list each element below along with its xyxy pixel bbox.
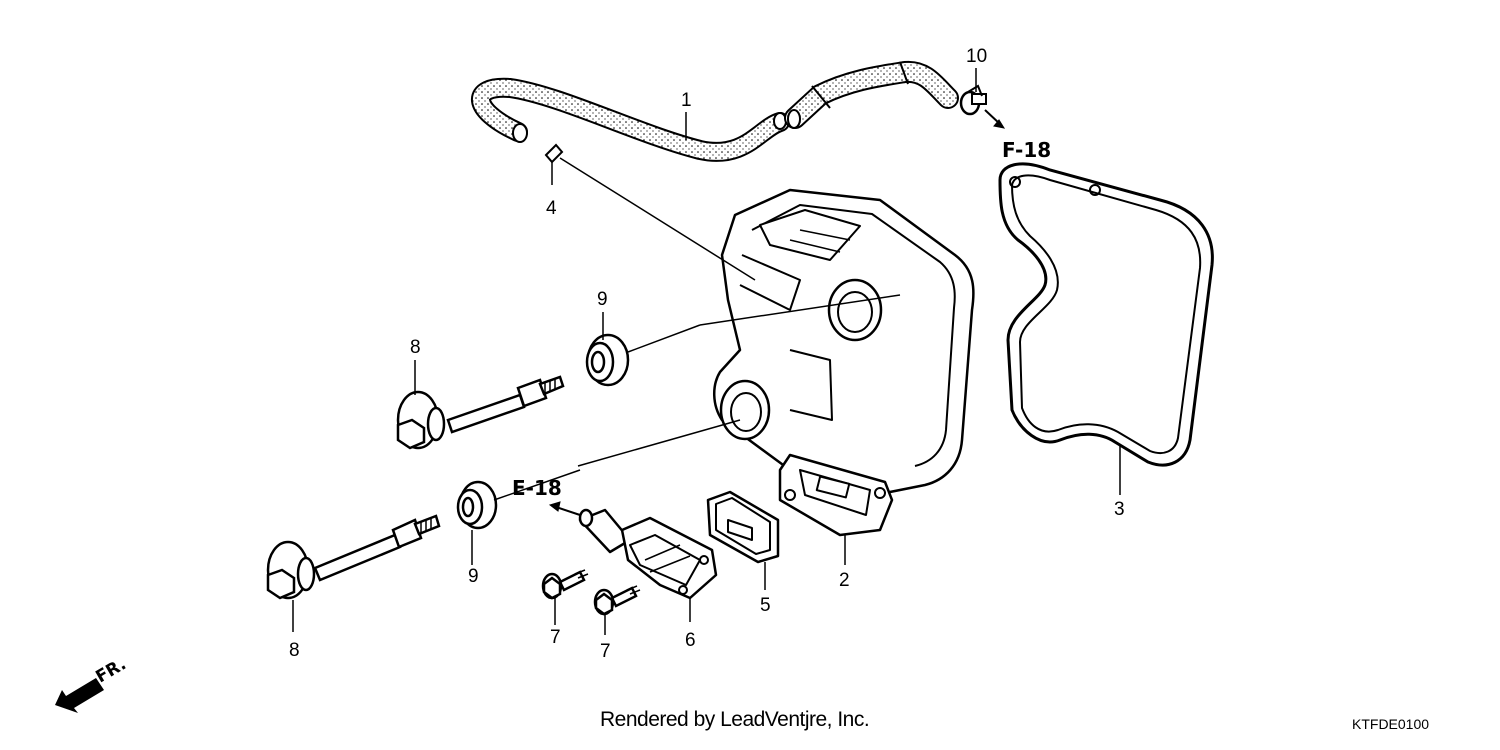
front-direction-arrow-icon: [55, 678, 104, 713]
label-part-9-lower: 9: [468, 566, 479, 587]
diagram-code: KTFDE0100: [1352, 716, 1430, 732]
label-part-7-a: 7: [550, 627, 561, 648]
label-part-3: 3: [1114, 499, 1125, 520]
hose-clip: [544, 143, 564, 164]
label-part-2: 2: [839, 570, 850, 591]
label-part-8-lower: 8: [289, 640, 300, 661]
label-part-4: 4: [546, 198, 557, 219]
label-part-10: 10: [966, 46, 987, 67]
label-part-7-b: 7: [600, 641, 611, 662]
reference-f18: F-18: [1002, 138, 1051, 162]
plate-gasket: [706, 490, 780, 564]
cylinder-head-cover: [713, 188, 975, 537]
stud-bolt-upper: [396, 375, 565, 450]
breather-plate: [578, 508, 718, 600]
label-part-5: 5: [760, 595, 771, 616]
flange-bolt-b: [593, 585, 641, 616]
hose-clamp: [959, 84, 987, 116]
grommet-lower: [456, 480, 498, 530]
label-part-9-upper: 9: [597, 289, 608, 310]
reference-arrows: [548, 109, 1006, 516]
flange-bolt-a: [541, 569, 589, 600]
label-part-8-upper: 8: [410, 337, 421, 358]
label-part-6: 6: [685, 630, 696, 651]
leader-lines: [292, 68, 1121, 635]
label-part-1: 1: [681, 90, 692, 111]
breather-hose: [471, 60, 959, 162]
reference-e18: E-18: [512, 476, 562, 500]
render-credit: Rendered by LeadVentjre, Inc.: [600, 708, 870, 731]
stud-bolt-lower: [266, 514, 441, 600]
grommet-upper: [585, 333, 630, 387]
cover-gasket: [998, 162, 1214, 467]
